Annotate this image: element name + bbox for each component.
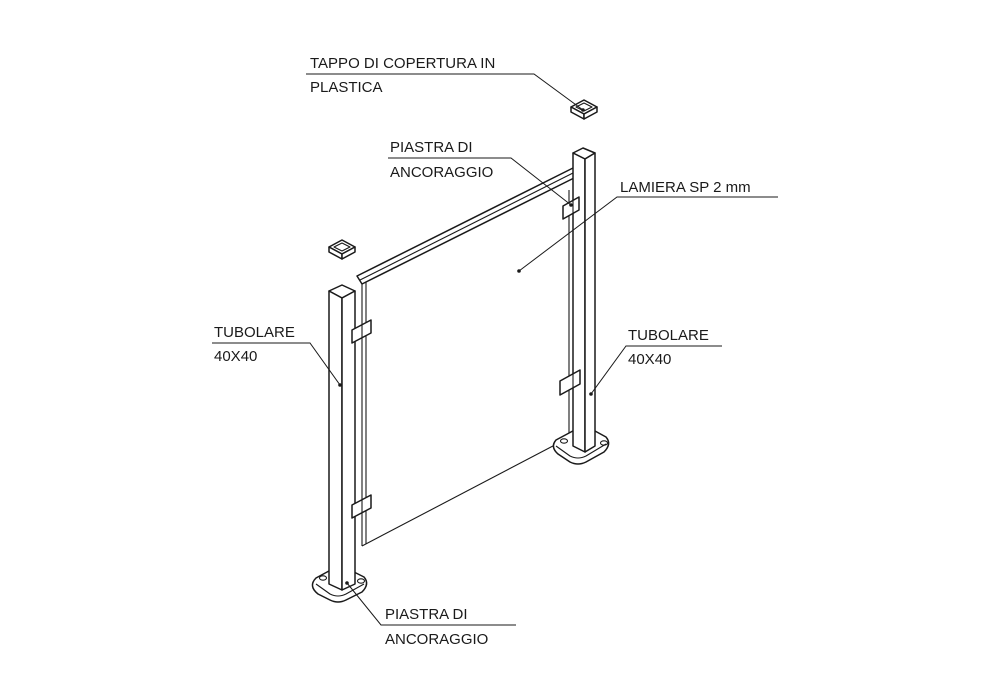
label-plate-top-line2: ANCORAGGIO (390, 164, 493, 181)
label-plate-bottom-line2: ANCORAGGIO (385, 631, 488, 648)
right-post (552, 147, 610, 465)
label-sheet: LAMIERA SP 2 mm (620, 179, 751, 196)
label-tube-right-line2: 40X40 (628, 351, 671, 368)
label-plate-bottom-line1: PIASTRA DI (385, 606, 468, 623)
cap-left (328, 239, 356, 260)
label-plate-top-line1: PIASTRA DI (390, 139, 473, 156)
left-post (311, 284, 372, 603)
label-tube-left-line1: TUBOLARE (214, 324, 295, 341)
label-cap-line1: TAPPO DI COPERTURA IN (310, 55, 495, 72)
label-tube-right-line1: TUBOLARE (628, 327, 709, 344)
label-cap-line2: PLASTICA (310, 79, 383, 96)
label-tube-left-line2: 40X40 (214, 348, 257, 365)
sheet-panel (356, 167, 579, 547)
